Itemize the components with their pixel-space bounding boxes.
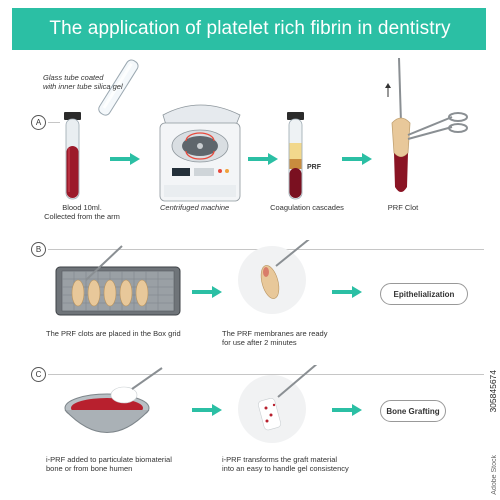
scissors-icon	[407, 112, 468, 140]
bowl-caption: i-PRF added to particulate biomaterial b…	[46, 455, 172, 473]
coagulation-caption: Coagulation cascades	[270, 203, 344, 212]
title-banner: The application of platelet rich fibrin …	[12, 8, 488, 50]
box-grid-icon	[55, 245, 181, 316]
prf-clot-icon	[391, 57, 411, 192]
membrane-circle-icon	[238, 240, 310, 314]
blood-tube-icon	[64, 112, 81, 200]
arrow-c1-icon	[192, 404, 222, 416]
row-c-illustrations	[64, 365, 318, 443]
clot-caption: PRF Clot	[387, 203, 419, 212]
step-b-marker: B	[31, 242, 46, 257]
glass-tube-note: Glass tube coated with inner tube silica…	[43, 73, 123, 91]
step-c-line	[48, 374, 484, 375]
watermark-brand: Adobe Stock	[491, 455, 498, 495]
bowl-icon	[64, 367, 163, 433]
page-title: The application of platelet rich fibrin …	[49, 18, 451, 39]
epithelialization-label: Epithelialization	[380, 283, 468, 305]
arrow-b1-icon	[192, 286, 222, 298]
arrow-c2-icon	[332, 404, 362, 416]
row-b-illustrations	[55, 240, 310, 316]
step-a-line	[48, 122, 60, 123]
arrow-a1-icon	[110, 153, 140, 165]
step-c-marker: C	[31, 367, 46, 382]
watermark-code: 305845674	[488, 370, 498, 413]
graft-circle-icon	[238, 365, 318, 443]
membrane-caption: The PRF membranes are ready for use afte…	[222, 329, 328, 347]
centrifuge-icon	[159, 104, 241, 202]
box-grid-caption: The PRF clots are placed in the Box grid	[46, 329, 181, 338]
prf-tube-label: PRF	[307, 164, 321, 171]
arrow-b2-icon	[332, 286, 362, 298]
coagulation-tube-icon	[287, 112, 304, 200]
centrifuge-caption: Centrifuged machine	[160, 203, 230, 212]
arrow-a2-icon	[248, 153, 278, 165]
watermark-strip: 305845674 Adobe Stock	[486, 0, 500, 500]
row-a-illustrations	[64, 57, 468, 202]
arrow-a3-icon	[342, 153, 372, 165]
bone-grafting-label: Bone Grafting	[380, 400, 446, 422]
transform-caption: i-PRF transforms the graft material into…	[222, 455, 349, 473]
step-a-marker: A	[31, 115, 46, 130]
blood-caption: Blood 10ml. Collected from the arm	[44, 203, 120, 221]
glass-tube-icon	[98, 59, 139, 116]
lift-arrow-icon	[385, 83, 391, 97]
